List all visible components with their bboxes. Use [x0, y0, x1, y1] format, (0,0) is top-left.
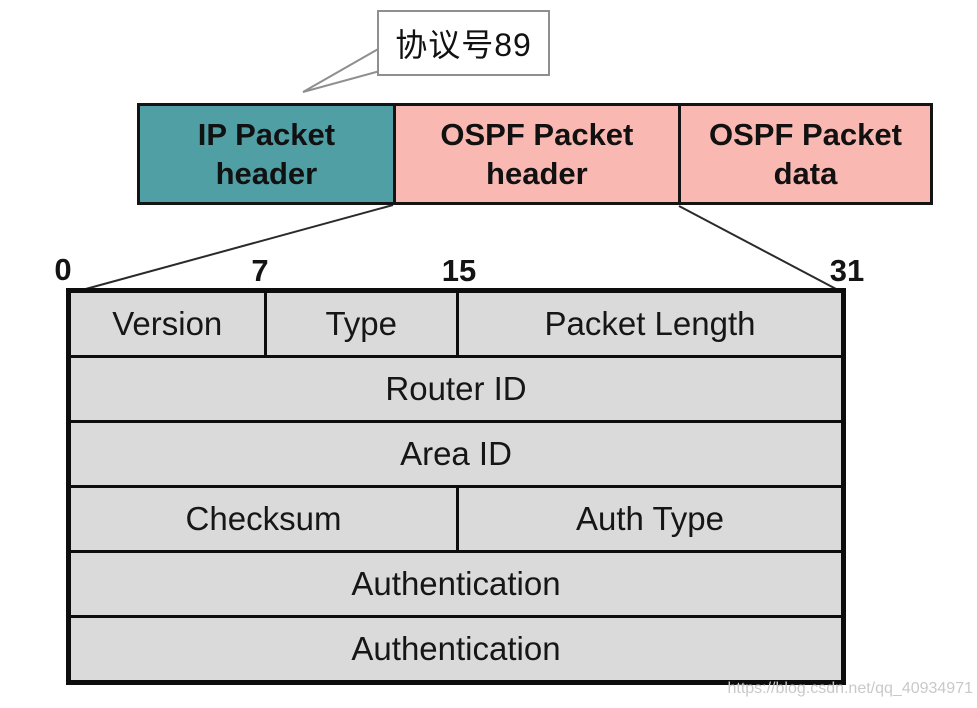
- segment-label-line1: IP Packet: [197, 117, 336, 152]
- callout-tail: [302, 46, 381, 93]
- watermark-text: https://blog.csdn.net/qq_40934971: [727, 680, 973, 697]
- field-version: Version: [112, 305, 223, 342]
- field-area-id: Area ID: [400, 435, 512, 472]
- segment-ip-packet-header: IP Packet header: [140, 106, 393, 202]
- field-type: Type: [263, 293, 457, 355]
- segment-ospf-packet-data: OSPF Packet data: [677, 106, 930, 202]
- field-packet-length: Packet Length: [456, 293, 841, 355]
- table-row: Checksum Auth Type: [71, 485, 841, 550]
- bit-label-31: 31: [829, 253, 865, 288]
- table-row: Version Type Packet Length: [71, 293, 841, 355]
- ospf-header-field-table: Version Type Packet Length Router ID Are…: [66, 288, 846, 685]
- segment-ospf-packet-header: OSPF Packet header: [392, 106, 678, 202]
- segment-label-line1: OSPF Packet: [708, 117, 902, 152]
- field-checksum: Checksum: [185, 500, 342, 537]
- segment-label-line2: header: [486, 156, 588, 191]
- segment-label-line1: OSPF Packet: [440, 117, 634, 152]
- packet-structure-row: IP Packet header OSPF Packet header OSPF…: [137, 103, 933, 205]
- protocol-number-label: 协议号89: [395, 27, 532, 63]
- protocol-number-callout: 协议号89: [377, 10, 550, 76]
- field-auth-type: Auth Type: [456, 488, 841, 550]
- field-router-id: Router ID: [385, 370, 527, 407]
- bit-label-7: 7: [251, 253, 269, 288]
- table-row: Router ID: [71, 355, 841, 420]
- table-row: Authentication: [71, 615, 841, 680]
- bit-label-0: 0: [54, 252, 72, 287]
- left-connector-line: [81, 204, 394, 291]
- field-authentication-1: Authentication: [351, 565, 561, 602]
- table-row: Area ID: [71, 420, 841, 485]
- segment-label-line2: data: [773, 156, 838, 191]
- right-connector-line: [678, 205, 839, 291]
- table-row: Authentication: [71, 550, 841, 615]
- bit-label-15: 15: [441, 253, 477, 288]
- segment-label-line2: header: [215, 156, 318, 191]
- field-authentication-2: Authentication: [351, 630, 561, 667]
